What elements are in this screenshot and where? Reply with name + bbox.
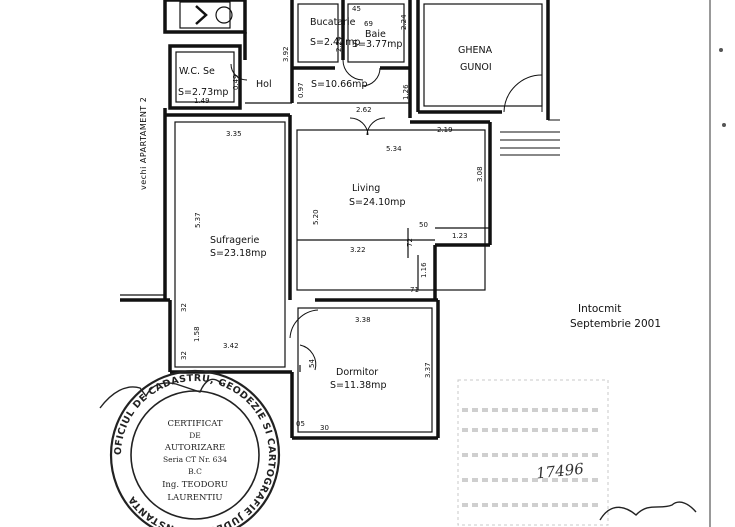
inner-lines: [120, 3, 543, 433]
ghena-inner: [423, 3, 543, 107]
dim-label: 1.23: [452, 232, 468, 240]
door-ghena: [503, 74, 543, 113]
dim-label: 1.58: [193, 326, 201, 342]
stamp-autorizare: AUTORIZARE: [164, 443, 225, 453]
stamp-certificat: CERTIFICAT: [167, 419, 222, 429]
living-inner: [296, 129, 486, 291]
dim-label: 3.22: [350, 246, 366, 254]
sufragerie-name: Sufragerie: [210, 235, 260, 246]
door-dormitor: [299, 344, 317, 371]
punch-hole: [722, 123, 726, 127]
door-swings: [230, 59, 543, 371]
living-area: S=24.10mp: [349, 197, 405, 208]
wc-name: W.C. Se: [179, 66, 215, 77]
ghena-label-1: GHENA: [458, 45, 493, 56]
door-living-left: [349, 117, 369, 136]
dim-label: 3.42: [223, 342, 239, 350]
dimension-labels: 3.92 2.24 2.24 45 69 0.49 1.49 0.97 1.26…: [180, 5, 484, 432]
dim-label: 0.97: [297, 82, 305, 98]
dim-label: 32: [180, 303, 188, 312]
dormitor-area: S=11.38mp: [330, 380, 386, 391]
dim-label: 69: [364, 20, 373, 28]
stamp-inner-ring: [130, 390, 260, 520]
note-line-2: Septembrie 2001: [570, 318, 661, 330]
walls: [120, 0, 550, 440]
stamp-bc: B.C: [188, 467, 202, 476]
dim-label: 45: [352, 5, 361, 13]
dim-label: 71: [410, 286, 419, 294]
stamp-seria: Seria CT Nr. 634: [163, 455, 227, 464]
baie-area: S=3.77mp: [352, 39, 402, 50]
baie-name: Baie: [365, 29, 386, 40]
dim-label: 2.19: [437, 126, 453, 134]
door-bucatarie: [361, 67, 381, 87]
hand-marks: [99, 378, 697, 521]
sufragerie-area: S=23.18mp: [210, 248, 266, 259]
bucatarie-inner: [297, 3, 339, 63]
door-wc: [230, 63, 248, 81]
stairs: [500, 119, 560, 156]
baie-inner: [347, 3, 405, 63]
dim-label: 05: [296, 420, 305, 428]
sufragerie-inner: [174, 121, 286, 368]
dim-label: 72: [406, 238, 414, 247]
wc-area: S=2.73mp: [178, 87, 228, 98]
wc-walls: [168, 44, 242, 110]
dim-label: 3.38: [355, 316, 371, 324]
stair-symbol: [179, 1, 233, 29]
dim-label: 2.24: [335, 36, 343, 52]
dim-label: 50: [419, 221, 428, 229]
note-line-1: Intocmit: [578, 303, 621, 315]
door-sufragerie: [289, 309, 319, 339]
dim-label: 30: [320, 424, 329, 432]
stamp-ing: Ing. TEODORU: [162, 480, 228, 490]
stamp-outer-ring: [109, 369, 281, 527]
dim-label: 3.08: [476, 166, 484, 182]
side-label: vechi APARTAMENT 2: [139, 97, 148, 190]
dim-label: 1.26: [402, 84, 410, 100]
dim-label: 54: [308, 359, 316, 368]
dormitor-inner: [297, 307, 433, 433]
handwritten-scribble: [99, 378, 223, 409]
hol-area: S=10.66mp: [311, 79, 367, 90]
signature-scribble: [599, 501, 697, 521]
dim-label: 3.37: [424, 362, 432, 378]
dim-label: 32: [180, 351, 188, 360]
dim-label: 0.49: [232, 74, 240, 90]
dim-label: 5.20: [312, 209, 320, 225]
bucatarie-name: Bucatarie: [310, 17, 356, 28]
dim-label: 5.34: [386, 145, 402, 153]
handwritten-number: 17496: [535, 460, 585, 483]
stair-block: [163, 0, 247, 34]
door-baie: [342, 59, 364, 81]
punch-hole: [719, 48, 723, 52]
dormitor-name: Dormitor: [336, 367, 378, 378]
stamp-de: DE: [189, 431, 201, 440]
dim-label: 2.62: [356, 106, 372, 114]
dim-label: 3.92: [282, 46, 290, 62]
bucatarie-area: S=2.42mp: [310, 37, 360, 48]
dim-label: 1.49: [194, 97, 210, 105]
living-name: Living: [352, 183, 380, 194]
door-living-right: [366, 117, 386, 136]
dim-label: 1.16: [420, 262, 428, 278]
hol-name: Hol: [256, 79, 272, 90]
official-stamp: OFICIUL DE CADASTRU, GEODEZIE SI CARTOGR…: [109, 369, 281, 527]
faded-background-stamp: [457, 379, 609, 526]
dim-label: 5.37: [194, 212, 202, 228]
stamp-name2: LAURENTIU: [167, 493, 222, 503]
dim-label: 2.24: [400, 14, 408, 30]
ghena-label-2: GUNOI: [460, 62, 492, 73]
wc-inner: [175, 51, 235, 103]
dim-label: 3.35: [226, 130, 242, 138]
